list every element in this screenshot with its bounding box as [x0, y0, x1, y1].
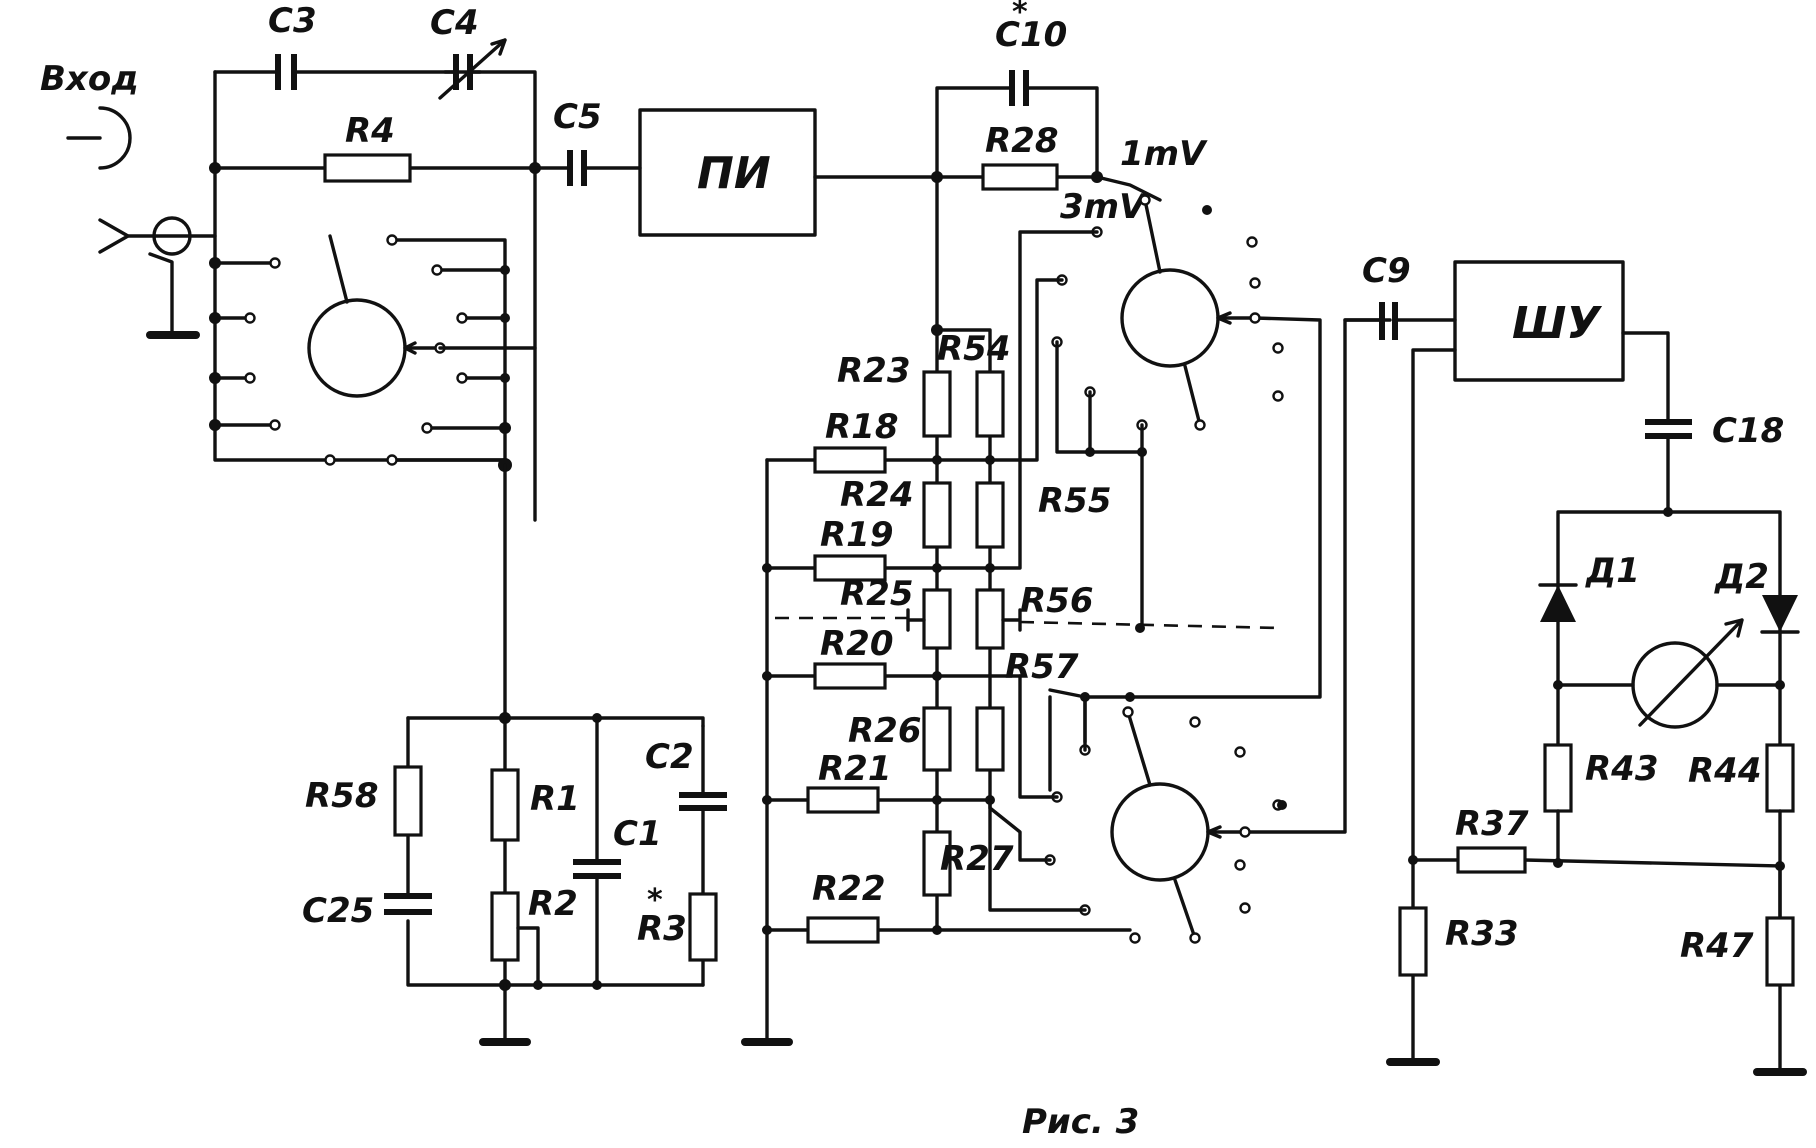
- resistor-r22: [806, 916, 880, 944]
- resistor-r1: [490, 768, 520, 842]
- label-c1: C1: [613, 814, 662, 854]
- resistor-r23: [922, 370, 952, 438]
- label-c25: C25: [302, 891, 374, 931]
- variable-capacitor-c4: [438, 38, 507, 100]
- resistor-r26: [922, 706, 952, 772]
- input-attenuator-switch[interactable]: [307, 298, 407, 398]
- label-r4: R4: [345, 111, 395, 151]
- label-c18: C18: [1712, 411, 1784, 451]
- resistor-r44: [1765, 743, 1795, 813]
- label-r26: R26: [848, 711, 922, 751]
- potentiometer-r56[interactable]: [975, 588, 1005, 650]
- label-r23: R23: [837, 351, 911, 391]
- diode-d2: [1762, 595, 1798, 632]
- label-r21: R21: [818, 749, 892, 789]
- label-r20: R20: [820, 624, 894, 664]
- resistor-r28: [981, 163, 1059, 191]
- resistor-r57: [975, 706, 1005, 772]
- label-r28: R28: [985, 121, 1059, 161]
- range-label-1mv: 1mV: [1120, 134, 1208, 174]
- resistor-r55-column: [975, 481, 1005, 549]
- label-c9: C9: [1362, 251, 1411, 291]
- block-pi-label: ПИ: [697, 148, 771, 199]
- input-jack-icon: [98, 106, 132, 170]
- label-r44: R44: [1688, 751, 1762, 791]
- resistor-r33: [1398, 906, 1428, 977]
- resistor-r24: [922, 481, 952, 549]
- resistor-r43: [1543, 743, 1573, 813]
- resistor-r3: [688, 892, 718, 962]
- divider-ladder: R23 R54 R18 R24 R55 R19 R25 R56 R20 R57 …: [741, 175, 1281, 1046]
- range-switch-upper[interactable]: [988, 194, 1322, 699]
- resistor-r21: [806, 786, 880, 814]
- label-r19: R19: [820, 515, 894, 555]
- meter-icon: [1631, 641, 1719, 729]
- label-r57: R57: [1005, 647, 1079, 687]
- label-r37: R37: [1455, 804, 1529, 844]
- block-shu: [1453, 260, 1625, 382]
- label-r1: R1: [530, 779, 580, 819]
- label-c2: C2: [645, 737, 694, 777]
- resistor-r47: [1765, 916, 1795, 987]
- label-r47: R47: [1680, 926, 1754, 966]
- label-r25: R25: [840, 574, 914, 614]
- output-section: C9 ШУ C18 Д1 Д2 R43 R44 R37: [1343, 251, 1807, 1076]
- label-r33: R33: [1445, 914, 1519, 954]
- label-r2: R2: [528, 884, 578, 924]
- label-r22: R22: [812, 869, 886, 909]
- label-r55: R55: [1038, 481, 1112, 521]
- input-section: Вход C3 C4 R4 C5: [40, 1, 642, 720]
- resistor-r4: [323, 153, 412, 183]
- potentiometer-r2[interactable]: [490, 891, 520, 962]
- coax-connector-icon: [98, 218, 130, 254]
- label-r3-mark: *: [647, 883, 663, 918]
- diode-d1: [1540, 585, 1576, 622]
- label-r56: R56: [1020, 581, 1094, 621]
- resistor-r54: [975, 370, 1005, 438]
- label-r27: R27: [940, 839, 1014, 879]
- range-switch-upper-dial[interactable]: [1120, 268, 1220, 368]
- label-r54: R54: [937, 329, 1011, 369]
- label-r18: R18: [825, 407, 899, 447]
- label-c10-mark: *: [1012, 0, 1028, 30]
- label-d2: Д2: [1714, 557, 1769, 597]
- label-d1: Д1: [1585, 551, 1640, 591]
- resistor-r37: [1456, 846, 1527, 874]
- label-r58: R58: [305, 776, 379, 816]
- label-c4: C4: [430, 3, 479, 43]
- resistor-r27: [922, 830, 952, 897]
- label-r3: R3: [637, 909, 687, 949]
- resistor-r20: [813, 662, 887, 690]
- label-r43: R43: [1585, 749, 1659, 789]
- block-pi: [638, 108, 817, 237]
- label-c5: C5: [553, 97, 602, 137]
- block-shu-label: ШУ: [1512, 298, 1602, 349]
- range-switch-lower[interactable]: [988, 318, 1392, 944]
- resistor-r19: [813, 554, 887, 582]
- capacitor-c5: [567, 150, 587, 186]
- label-r24: R24: [840, 475, 914, 515]
- label-c10: C10: [995, 15, 1067, 55]
- range-label-3mv: 3mV: [1060, 187, 1148, 227]
- preamp-section: ПИ C10 * R28 1mV 3mV: [638, 0, 1208, 237]
- resistor-r58: [393, 765, 423, 837]
- figure-caption: Рис. 3: [1022, 1102, 1139, 1142]
- bottom-left-network: R58 C25 R1 R2 C1 C2 R3 *: [302, 712, 727, 1046]
- resistor-r18: [813, 446, 887, 474]
- range-switch-lower-dial[interactable]: [1110, 782, 1210, 882]
- input-label: Вход: [40, 59, 139, 99]
- label-c3: C3: [268, 1, 317, 41]
- potentiometer-r25[interactable]: [922, 588, 952, 650]
- capacitor-c3: [275, 54, 297, 90]
